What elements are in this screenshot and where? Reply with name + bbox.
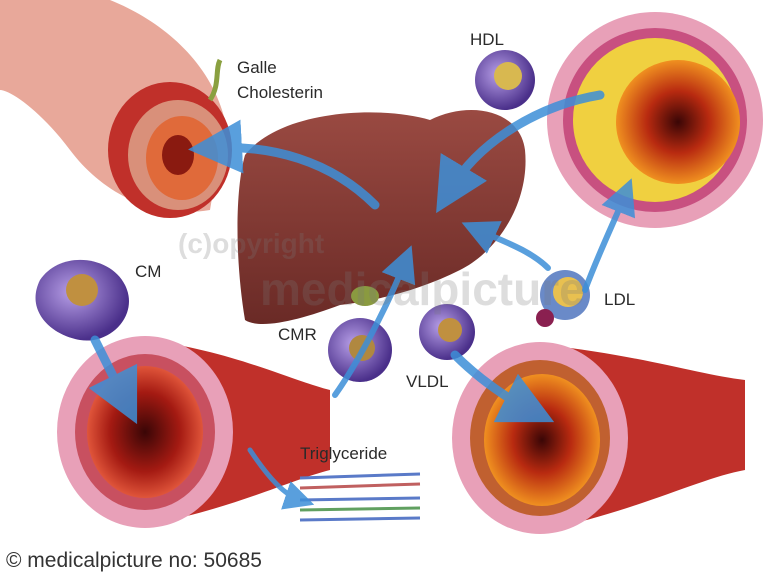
- cm-particle: [35, 259, 129, 341]
- label-ldl: LDL: [604, 290, 636, 309]
- label-cmr: CMR: [278, 325, 317, 344]
- label-vldl: VLDL: [406, 372, 449, 391]
- watermark-brand: medicalpicture: [260, 263, 585, 315]
- label-cholesterin: Cholesterin: [237, 83, 323, 102]
- artery-cross-section-plaque: [547, 12, 763, 228]
- arrow-hdl-to-liver: [436, 90, 605, 214]
- triglyceride-molecules: [299, 472, 421, 522]
- copyright-footer: © medicalpicture no: 50685: [6, 549, 262, 572]
- hdl-particle: [475, 50, 535, 110]
- watermark-copyright: (c)opyright: [178, 228, 325, 259]
- arrow-vldl-to-vessel: [450, 350, 555, 423]
- arrow-to-triglyceride: [247, 447, 315, 510]
- vldl-particle: [419, 304, 475, 360]
- blood-vessel-left: [57, 336, 330, 528]
- intestine: [0, 0, 232, 218]
- label-galle: Galle: [237, 58, 277, 77]
- label-triglyceride: Triglyceride: [300, 444, 388, 463]
- arrow-liver-to-intestine: [188, 119, 380, 210]
- arrow-ldl-to-liver: [461, 221, 551, 271]
- arrow-cmr-to-liver: [332, 245, 416, 398]
- arrow-cm-to-vessel: [88, 335, 138, 425]
- label-hdl: HDL: [470, 30, 505, 49]
- label-cm: CM: [135, 262, 162, 281]
- blood-vessel-right: [452, 342, 745, 534]
- ldl-particle: [536, 270, 590, 327]
- flow-arrows: [88, 90, 636, 510]
- arrow-ldl-to-artery: [582, 178, 636, 293]
